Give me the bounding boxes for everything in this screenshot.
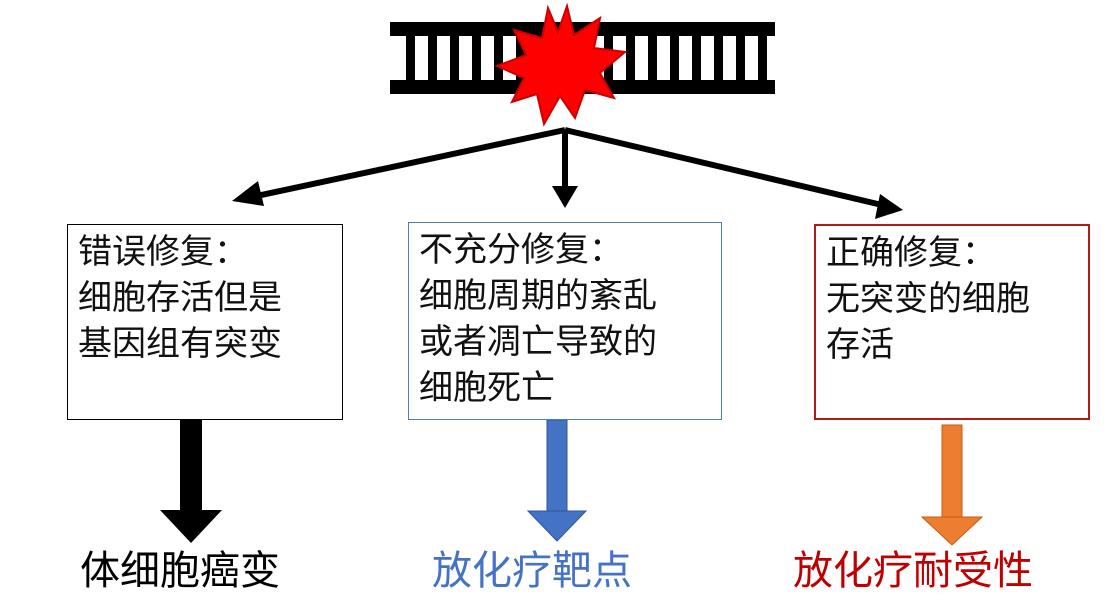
arrow-shaft-black <box>180 420 202 512</box>
error-repair-text: 错误修复： 细胞存活但是基因组有突变 <box>78 229 336 367</box>
arrow-to-error-repair <box>251 127 566 200</box>
branch-arrows <box>232 127 903 219</box>
dna-rung <box>692 36 701 80</box>
box-line: 细胞存活但是 <box>78 278 282 318</box>
box-line: 存活 <box>826 325 894 365</box>
dna-rung <box>494 36 503 80</box>
arrowhead-correct <box>875 194 903 219</box>
dna-rung <box>758 36 767 80</box>
arrowhead-blue <box>526 510 588 542</box>
outcome-somatic-carcinogenesis: 体细胞癌变 <box>80 548 280 594</box>
box-line: 细胞死亡 <box>419 368 555 408</box>
box-line: 细胞周期的紊乱 <box>419 276 657 316</box>
box-line: 正确修复： <box>826 233 996 273</box>
dna-rung <box>450 36 459 80</box>
dna-rung <box>714 36 723 80</box>
dna-rung <box>472 36 481 80</box>
outcome-radiochemo-resistance: 放化疗耐受性 <box>793 548 1033 594</box>
dna-rung <box>626 36 635 80</box>
box-line: 或者凋亡导致的 <box>419 322 657 362</box>
box-line: 无突变的细胞 <box>826 279 1030 319</box>
dna-rung <box>428 36 437 80</box>
box-line: 基因组有突变 <box>78 324 282 364</box>
error-repair-box: 错误修复： 细胞存活但是基因组有突变 <box>67 224 343 420</box>
arrowhead-black <box>160 510 222 543</box>
correct-repair-box: 正确修复： 无突变的细胞存活 <box>814 224 1090 420</box>
arrowhead-error <box>232 181 264 206</box>
damage-burst-icon <box>494 2 628 127</box>
correct-repair-text: 正确修复： 无突变的细胞存活 <box>826 230 1082 368</box>
box-line: 错误修复： <box>78 232 248 272</box>
outcome-arrows <box>160 419 984 546</box>
arrow-to-correct-repair <box>564 127 883 208</box>
arrowhead-orange <box>920 516 984 546</box>
insufficient-repair-text: 不充分修复： 细胞周期的紊乱或者凋亡导致的细胞死亡 <box>419 227 715 411</box>
arrow-shaft-orange <box>941 424 963 518</box>
box-line: 不充分修复： <box>419 230 623 270</box>
arrow-shaft-blue <box>546 419 568 513</box>
arrowhead-insufficient <box>552 186 578 208</box>
insufficient-repair-box: 不充分修复： 细胞周期的紊乱或者凋亡导致的细胞死亡 <box>408 222 722 420</box>
dna-rung <box>736 36 745 80</box>
dna-rung <box>670 36 679 80</box>
dna-rung <box>648 36 657 80</box>
outcome-radiochemo-target: 放化疗靶点 <box>432 548 632 594</box>
dna-rung <box>406 36 415 80</box>
